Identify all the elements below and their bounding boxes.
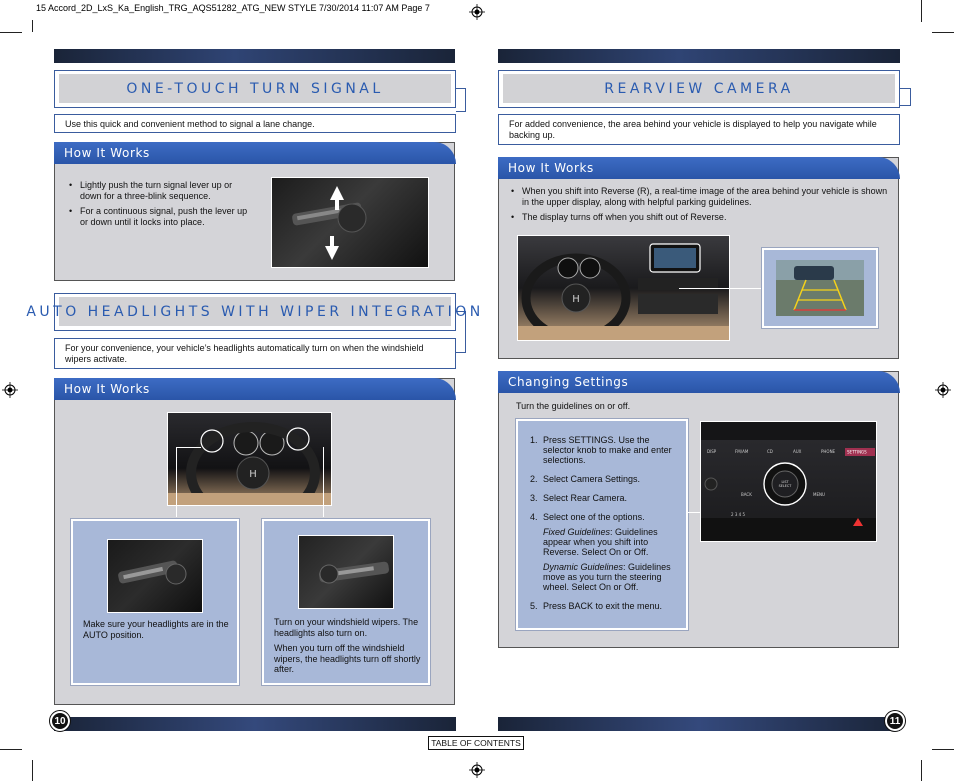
steering-wheel-photo: H bbox=[167, 412, 332, 506]
print-slug: 15 Accord_2D_LxS_Ka_English_TRG_AQS51282… bbox=[36, 3, 430, 13]
rear-camera-display-icon bbox=[776, 260, 864, 316]
registration-mark-icon bbox=[935, 382, 951, 398]
camera-title-frame bbox=[498, 70, 900, 108]
camera-intro: For added convenience, the area behind y… bbox=[498, 114, 900, 145]
callout-connector bbox=[679, 288, 764, 289]
bullet-item: When you shift into Reverse (R), a real-… bbox=[511, 186, 891, 207]
step-item: 1.Press SETTINGS. Use the selector knob … bbox=[530, 435, 672, 465]
registration-mark-icon bbox=[469, 4, 485, 20]
svg-text:2 3 4 5: 2 3 4 5 bbox=[731, 512, 745, 517]
callout-connector bbox=[176, 447, 201, 448]
turn-signal-title-box: ONE-TOUCH TURN SIGNAL bbox=[59, 74, 451, 103]
radio-button-label: FM/AM bbox=[735, 449, 749, 454]
page-number-left: 10 bbox=[49, 710, 71, 732]
step-item: 2.Select Camera Settings. bbox=[530, 474, 641, 484]
step-item: 3.Select Rear Camera. bbox=[530, 493, 628, 503]
radio-panel-photo: DISP FM/AM CD AUX PHONE SETTINGS LIST SE… bbox=[700, 421, 877, 542]
svg-text:LIST: LIST bbox=[781, 480, 789, 484]
title-tab-decoration bbox=[456, 88, 466, 112]
table-of-contents-link[interactable]: TABLE OF CONTENTS bbox=[428, 736, 524, 750]
headlights-title-frame bbox=[54, 293, 456, 331]
right-bottom-bar bbox=[498, 717, 900, 731]
left-top-bar bbox=[54, 49, 455, 63]
crop-mark bbox=[0, 32, 22, 33]
headlights-panel: How It Works H Make sure your headlights… bbox=[54, 378, 456, 705]
camera-display-photo bbox=[761, 247, 879, 329]
turn-signal-title-frame bbox=[54, 70, 456, 108]
step-item: 5.Press BACK to exit the menu. bbox=[530, 601, 663, 611]
turn-signal-title: ONE-TOUCH TURN SIGNAL bbox=[126, 80, 384, 97]
crop-mark bbox=[32, 760, 33, 781]
headlights-callout-right: Turn on your windshield wipers. The head… bbox=[261, 518, 431, 686]
left-bottom-bar bbox=[54, 717, 456, 731]
camera-tab: How It Works bbox=[498, 157, 900, 179]
turn-signal-intro: Use this quick and convenient method to … bbox=[54, 114, 456, 133]
bullet-item: The display turns off when you shift out… bbox=[511, 212, 891, 223]
option-fixed: Fixed Guidelines: Guidelines appear when… bbox=[543, 527, 658, 557]
svg-text:H: H bbox=[572, 294, 580, 305]
page-number-right: 11 bbox=[884, 710, 906, 732]
turn-signal-tab: How It Works bbox=[54, 142, 456, 164]
svg-text:MENU: MENU bbox=[813, 492, 825, 497]
camera-bullets: When you shift into Reverse (R), a real-… bbox=[511, 186, 891, 228]
headlight-lever-icon bbox=[118, 560, 187, 585]
callout-connector bbox=[176, 447, 177, 517]
turn-signal-bullets: Lightly push the turn signal lever up or… bbox=[69, 180, 254, 232]
wiper-lever-icon bbox=[319, 561, 389, 584]
headlights-callout-left: Make sure your headlights are in the AUT… bbox=[70, 518, 240, 686]
settings-steps-box: 1.Press SETTINGS. Use the selector knob … bbox=[515, 418, 689, 631]
headlight-lever-photo bbox=[107, 539, 203, 613]
title-tab-decoration bbox=[456, 311, 466, 353]
registration-mark-icon bbox=[2, 382, 18, 398]
option-dynamic: Dynamic Guidelines: Guidelines move as y… bbox=[543, 562, 671, 592]
radio-controls-icon: DISP FM/AM CD AUX PHONE SETTINGS LIST SE… bbox=[701, 422, 876, 541]
dashboard-icon: H bbox=[518, 243, 729, 340]
radio-button-label: AUX bbox=[793, 449, 802, 454]
registration-mark-icon bbox=[469, 762, 485, 778]
crop-mark bbox=[921, 0, 922, 22]
camera-panel: How It Works When you shift into Reverse… bbox=[498, 157, 900, 359]
bullet-item: Lightly push the turn signal lever up or… bbox=[69, 180, 254, 201]
turn-signal-photo bbox=[271, 177, 429, 268]
crop-mark bbox=[932, 749, 954, 750]
radio-button-label: DISP bbox=[707, 449, 717, 454]
callout-right-text-2: When you turn off the windshield wipers,… bbox=[274, 643, 421, 674]
right-top-bar bbox=[498, 49, 900, 63]
crop-mark bbox=[932, 32, 954, 33]
turn-signal-panel: How It Works Lightly push the turn signa… bbox=[54, 142, 456, 281]
turn-signal-lever-icon bbox=[292, 186, 367, 260]
settings-tab: Changing Settings bbox=[498, 371, 900, 393]
headlights-title: AUTO HEADLIGHTS WITH WIPER INTEGRATION bbox=[26, 303, 484, 320]
crop-mark bbox=[32, 20, 33, 32]
headlights-intro: For your convenience, your vehicle’s hea… bbox=[54, 338, 456, 369]
svg-text:H: H bbox=[249, 469, 257, 480]
headlights-title-box: AUTO HEADLIGHTS WITH WIPER INTEGRATION bbox=[26, 297, 480, 326]
radio-button-label: PHONE bbox=[821, 449, 836, 454]
settings-intro: Turn the guidelines on or off. bbox=[516, 401, 631, 411]
step-item: 4.Select one of the options. Fixed Guide… bbox=[530, 512, 680, 592]
svg-text:SELECT: SELECT bbox=[779, 484, 793, 488]
headlights-tab: How It Works bbox=[54, 378, 456, 400]
crop-mark bbox=[921, 760, 922, 781]
camera-title-box: REARVIEW CAMERA bbox=[503, 74, 895, 103]
title-tab-decoration bbox=[900, 88, 911, 106]
bullet-item: For a continuous signal, push the lever … bbox=[69, 206, 254, 227]
camera-title: REARVIEW CAMERA bbox=[604, 80, 794, 97]
wiper-lever-photo bbox=[298, 535, 394, 609]
radio-button-label: CD bbox=[767, 449, 773, 454]
callout-left-text: Make sure your headlights are in the AUT… bbox=[83, 619, 229, 640]
svg-text:BACK: BACK bbox=[741, 492, 752, 497]
steering-wheel-icon: H bbox=[168, 422, 331, 505]
callout-right-text-1: Turn on your windshield wipers. The head… bbox=[274, 617, 419, 638]
radio-button-label: SETTINGS bbox=[847, 450, 867, 455]
callout-connector bbox=[323, 447, 324, 517]
crop-mark bbox=[0, 749, 22, 750]
settings-panel: Changing Settings Turn the guidelines on… bbox=[498, 371, 900, 648]
